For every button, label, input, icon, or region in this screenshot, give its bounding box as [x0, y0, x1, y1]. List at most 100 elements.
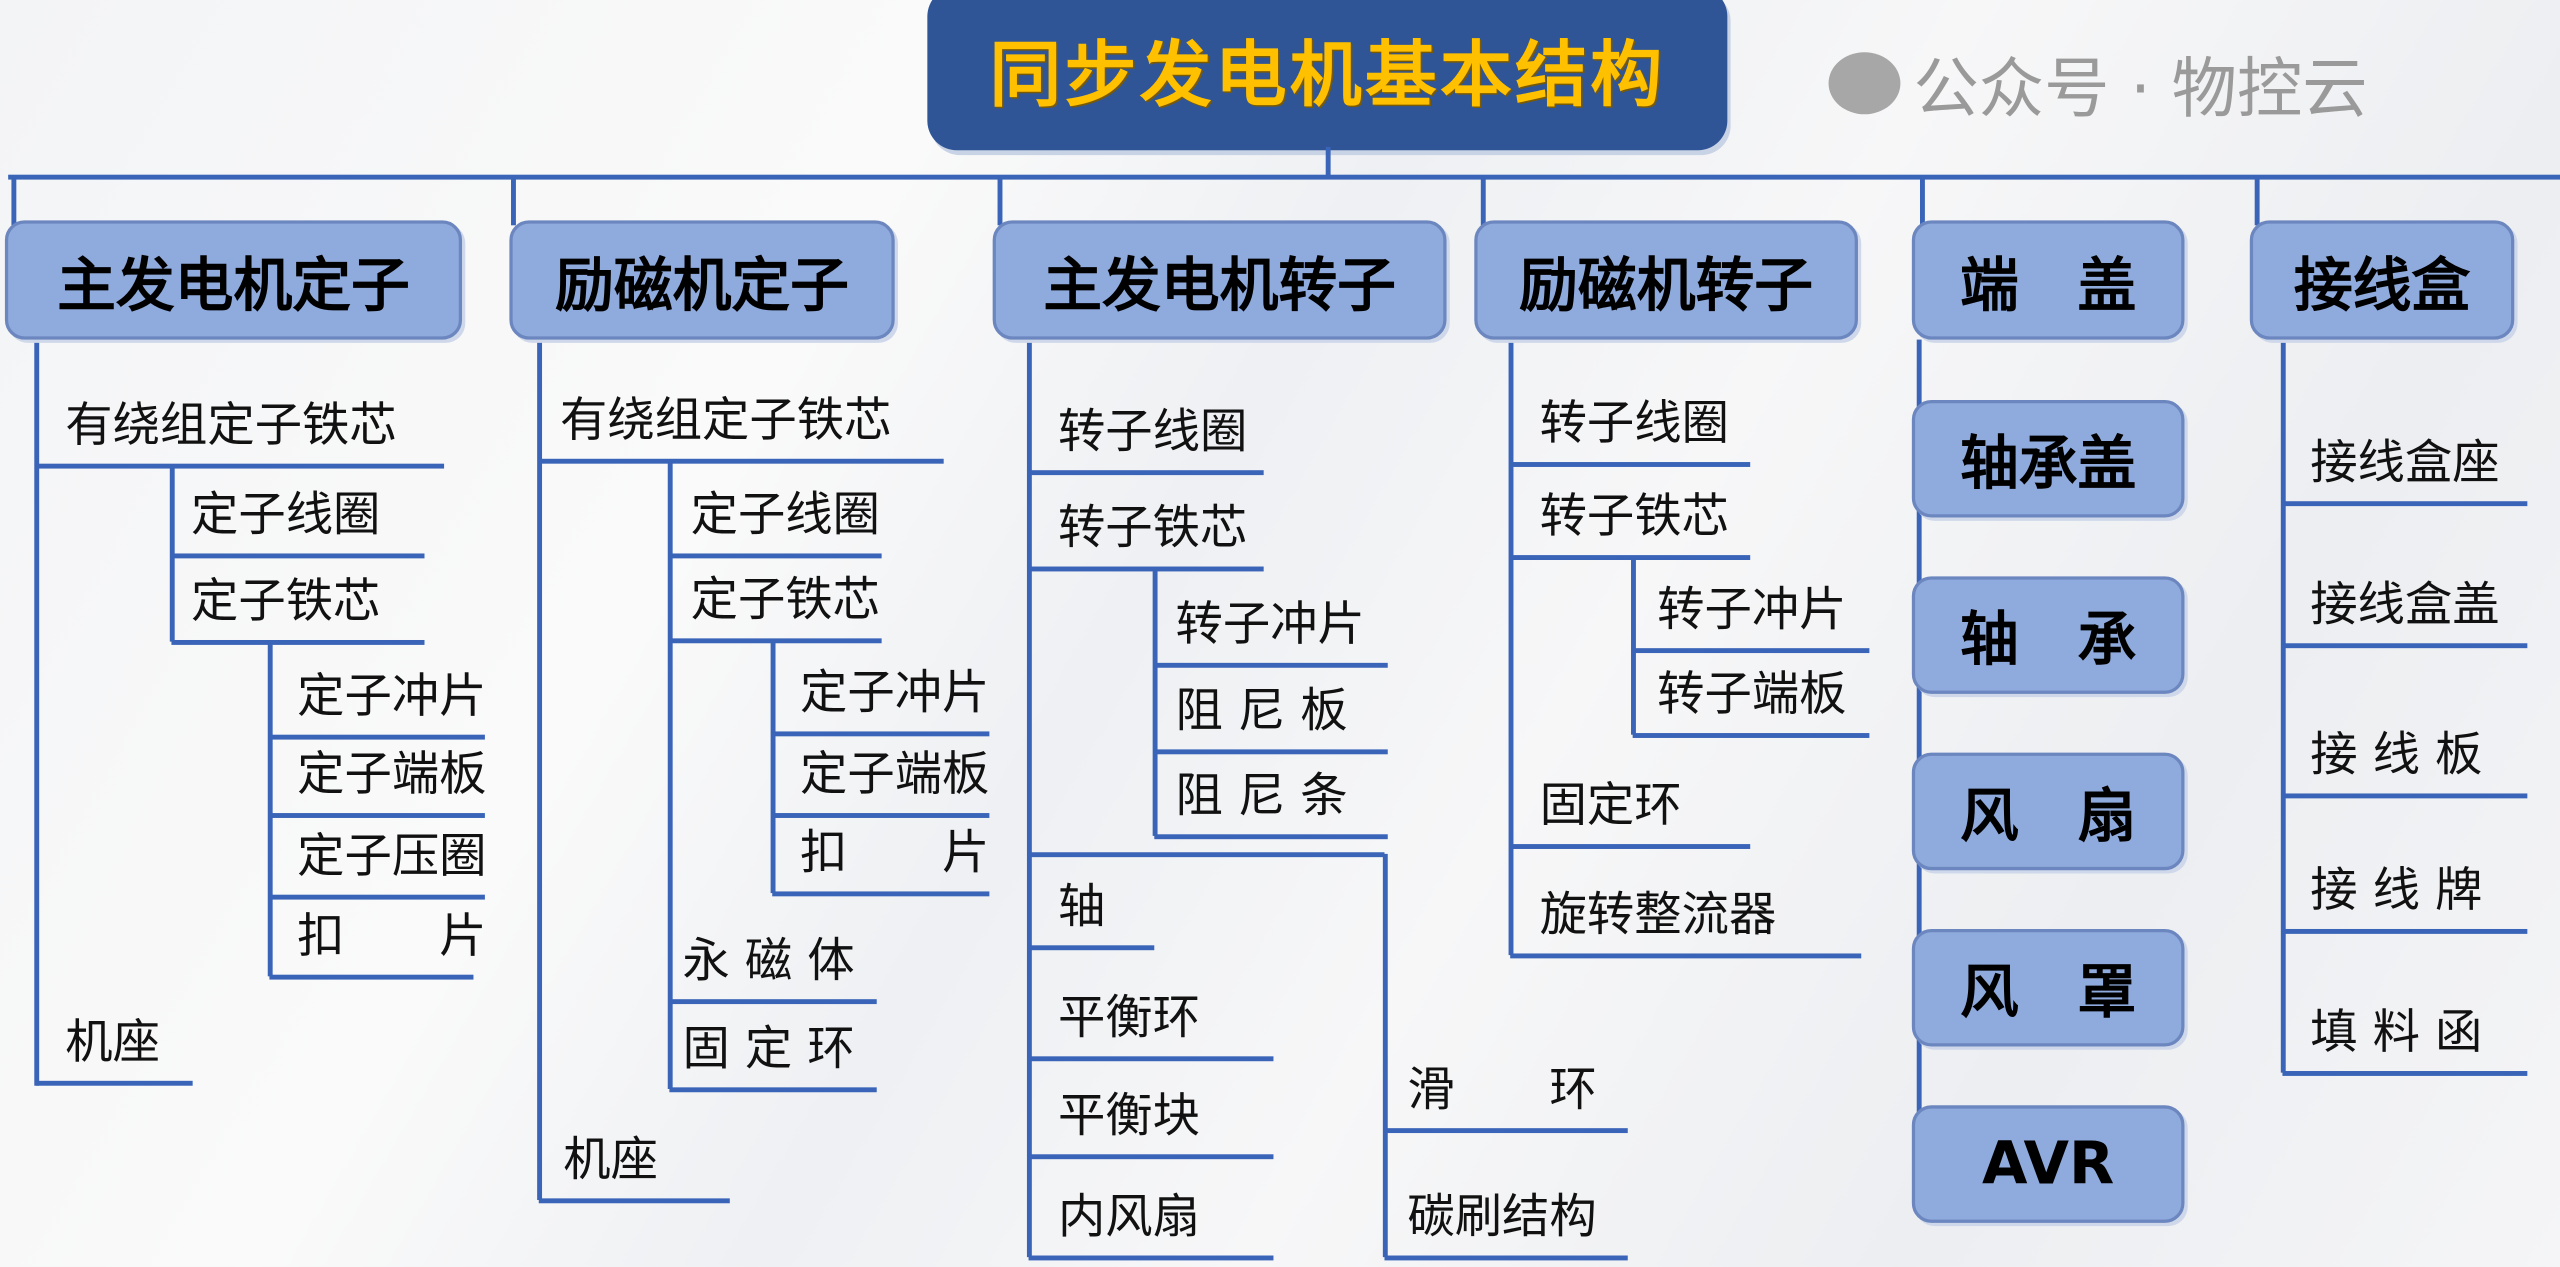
- item-underline: [1154, 834, 1388, 840]
- item-underline: [1154, 749, 1388, 755]
- component-item: 定子铁芯: [690, 571, 881, 627]
- component-box: 轴承盖: [1911, 399, 2185, 518]
- connector-line: [1508, 339, 1514, 956]
- root-title: 同步发电机基本结构: [927, 0, 1728, 151]
- component-item: 阻 尼 板: [1175, 682, 1348, 738]
- branch-line: [511, 176, 516, 226]
- component-item: 定子冲片: [799, 664, 990, 720]
- watermark: 公众号 · 物控云: [1828, 36, 2368, 131]
- component-item: 转子端板: [1657, 666, 1847, 722]
- category-header-box: 励磁机定子: [509, 220, 895, 340]
- item-underline: [35, 1080, 193, 1086]
- item-underline: [269, 894, 485, 900]
- item-underline: [1028, 1255, 1274, 1261]
- item-underline: [2282, 501, 2528, 507]
- branch-line: [11, 176, 17, 226]
- connector-line: [1026, 339, 1032, 1258]
- component-item: 内风扇: [1057, 1188, 1201, 1245]
- item-underline: [669, 999, 877, 1005]
- item-underline: [669, 1087, 877, 1093]
- component-item: 定子冲片: [297, 667, 487, 724]
- component-item: 定子铁芯: [191, 573, 381, 629]
- item-underline: [772, 891, 990, 897]
- item-underline: [772, 813, 990, 818]
- watermark-text: 公众号 · 物控云: [1913, 52, 2368, 128]
- category-header-box: 励磁机转子: [1474, 220, 1858, 340]
- item-underline: [171, 639, 425, 645]
- component-item: 固定环: [1539, 777, 1682, 833]
- item-underline: [1510, 555, 1751, 560]
- item-underline: [1028, 470, 1264, 476]
- component-item: 平衡环: [1057, 989, 1201, 1045]
- item-underline: [269, 734, 485, 740]
- component-item: 填 料 函: [2310, 1004, 2483, 1060]
- item-underline: [171, 553, 425, 559]
- component-item: 转子铁芯: [1539, 488, 1730, 544]
- component-item: 固 定 环: [682, 1020, 855, 1076]
- branch-line: [997, 176, 1003, 226]
- component-item: 机座: [563, 1131, 658, 1187]
- item-underline: [669, 638, 882, 644]
- connector-line: [537, 339, 543, 1200]
- component-item: 定子线圈: [690, 486, 881, 543]
- component-item: 接 线 板: [2310, 726, 2483, 783]
- root-connector: [1325, 146, 1331, 177]
- item-underline: [538, 1198, 730, 1204]
- connector-line: [34, 339, 40, 1086]
- item-underline: [669, 553, 882, 559]
- category-header-box: 端 盖: [1911, 220, 2185, 340]
- component-item: 接线盒座: [2310, 434, 2500, 490]
- category-header-box: 主发电机定子: [4, 220, 463, 340]
- connector-line: [1382, 853, 1388, 1258]
- item-underline: [1632, 648, 1870, 654]
- component-item: 有绕组定子铁芯: [65, 396, 397, 453]
- item-underline: [1510, 953, 1862, 959]
- component-item: 轴: [1057, 878, 1106, 934]
- item-underline: [2282, 793, 2528, 799]
- component-item: 定子端板: [799, 746, 990, 802]
- item-underline: [1028, 1154, 1274, 1160]
- component-item: 定子线圈: [191, 486, 381, 543]
- connector-line: [1631, 556, 1636, 735]
- component-item: 旋转整流器: [1539, 886, 1777, 943]
- component-item: 碳刷结构: [1407, 1188, 1597, 1245]
- branch-line: [1919, 176, 1925, 226]
- component-item: 平衡块: [1057, 1087, 1201, 1143]
- branch-line: [1480, 176, 1486, 226]
- item-underline: [1028, 945, 1155, 951]
- connector-line: [267, 641, 273, 977]
- item-underline: [1384, 1128, 1628, 1134]
- component-item: 滑 环: [1407, 1061, 1597, 1117]
- component-item: 有绕组定子铁芯: [559, 391, 892, 448]
- item-underline: [1154, 662, 1388, 668]
- component-box: 轴 承: [1911, 576, 2185, 694]
- item-underline: [538, 458, 944, 464]
- item-underline: [269, 813, 485, 818]
- trunk-line: [8, 174, 2560, 180]
- item-underline: [1028, 1056, 1274, 1062]
- wechat-icon: [1828, 52, 1901, 115]
- connector-line: [667, 460, 673, 1089]
- item-underline: [1384, 1255, 1628, 1261]
- item-underline: [1510, 844, 1751, 849]
- category-header-box: 接线盒: [2249, 220, 2515, 340]
- item-underline: [2282, 928, 2528, 934]
- connector-line: [2280, 339, 2286, 1073]
- component-box: 风 扇: [1911, 752, 2185, 871]
- component-item: 定子压圈: [297, 827, 487, 884]
- component-item: 永 磁 体: [682, 932, 855, 988]
- component-item: 转子线圈: [1539, 395, 1730, 451]
- item-underline: [1632, 733, 1870, 738]
- component-item: 转子冲片: [1657, 581, 1847, 637]
- item-underline: [2282, 1071, 2528, 1076]
- connector-line: [169, 465, 175, 642]
- component-item: 转子铁芯: [1057, 499, 1248, 556]
- component-box: AVR: [1911, 1105, 2185, 1223]
- component-item: 扣 片: [799, 824, 990, 880]
- item-underline: [772, 731, 990, 737]
- component-item: 阻 尼 条: [1175, 767, 1348, 823]
- item-underline: [1028, 566, 1264, 572]
- component-item: 转子冲片: [1175, 595, 1365, 652]
- item-underline: [2282, 643, 2528, 649]
